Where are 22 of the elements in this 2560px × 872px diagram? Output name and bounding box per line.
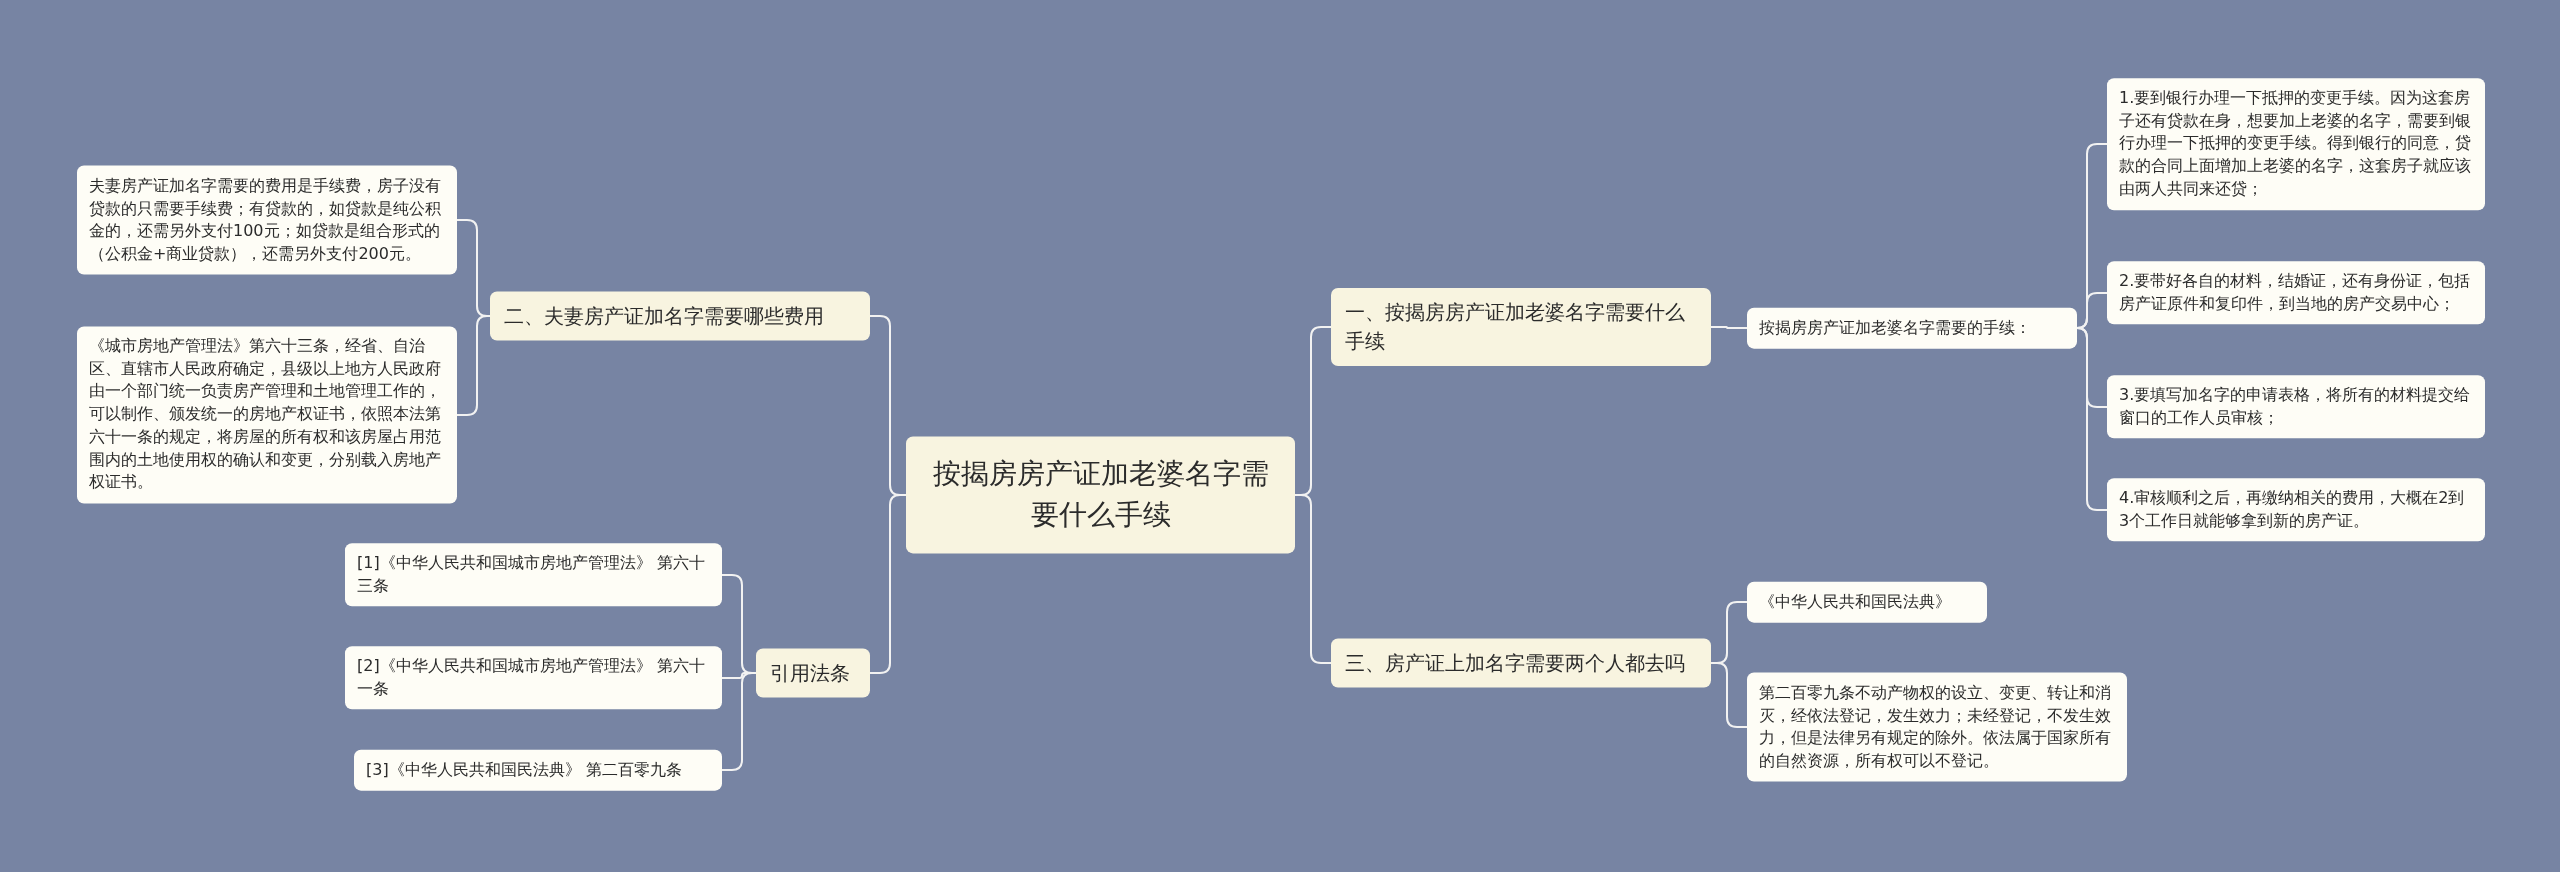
leaf-note: 《中华人民共和国民法典》 bbox=[1747, 581, 1987, 623]
leaf-note: 2.要带好各自的材料，结婚证，还有身份证，包括房产证原件和复印件，到当地的房产交易中心； bbox=[2107, 261, 2485, 325]
branch-topic: 二、夫妻房产证加名字需要哪些费用 bbox=[490, 291, 870, 341]
leaf-note: [2]《中华人民共和国城市房地产管理法》 第六十一条 bbox=[345, 646, 722, 710]
connector-line bbox=[1294, 494, 1332, 664]
branch-topic: 引用法条 bbox=[756, 648, 870, 698]
leaf-note: 按揭房房产证加老婆名字需要的手续： bbox=[1747, 307, 2077, 349]
leaf-note: 1.要到银行办理一下抵押的变更手续。因为这套房子还有贷款在身，想要加上老婆的名字，需要到银行办理一下抵押的变更手续。得到银行的同意，贷款的合同上面增加上老婆的名字，这套房子就应该由两人共同来还贷； bbox=[2107, 78, 2485, 210]
leaf-note: 《城市房地产管理法》第六十三条，经省、自治区、直辖市人民政府确定，县级以上地方人民政府由一个部门统一负责房产管理和土地管理工作的，可以制作、颁发统一的房地产权证书，依照本法第六十一条的规定，将房屋的所有权和该房屋占用范围内的土地使用权的确认和变更，分别载入房地产权证书。 bbox=[77, 326, 457, 504]
connector-line bbox=[1710, 662, 1748, 728]
connector-line bbox=[1710, 326, 1748, 329]
root-topic: 按揭房房产证加老婆名字需要什么手续 bbox=[906, 436, 1295, 554]
leaf-note: 3.要填写加名字的申请表格，将所有的材料提交给窗口的工作人员审核； bbox=[2107, 375, 2485, 439]
leaf-note: 夫妻房产证加名字需要的费用是手续费，房子没有贷款的只需要手续费；有贷款的，如贷款是纯公积金的，还需另外支付100元；如贷款是组合形式的（公积金+商业贷款），还需另外支付200元。 bbox=[77, 165, 457, 275]
connector-line bbox=[2076, 327, 2108, 511]
leaf-note: 4.审核顺利之后，再缴纳相关的费用，大概在2到3个工作日就能够拿到新的房产证。 bbox=[2107, 478, 2485, 542]
branch-topic: 三、房产证上加名字需要两个人都去吗 bbox=[1331, 638, 1711, 688]
leaf-note: [1]《中华人民共和国城市房地产管理法》 第六十三条 bbox=[345, 543, 722, 607]
leaf-note: 第二百零九条不动产物权的设立、变更、转让和消灭，经依法登记，发生效力；未经登记，不发生效力，但是法律另有规定的除外。依法属于国家所有的自然资源，所有权可以不登记。 bbox=[1747, 672, 2127, 782]
branch-topic: 一、按揭房房产证加老婆名字需要什么手续 bbox=[1331, 288, 1711, 366]
connector-line bbox=[869, 494, 907, 674]
leaf-note: [3]《中华人民共和国民法典》 第二百零九条 bbox=[354, 749, 722, 791]
